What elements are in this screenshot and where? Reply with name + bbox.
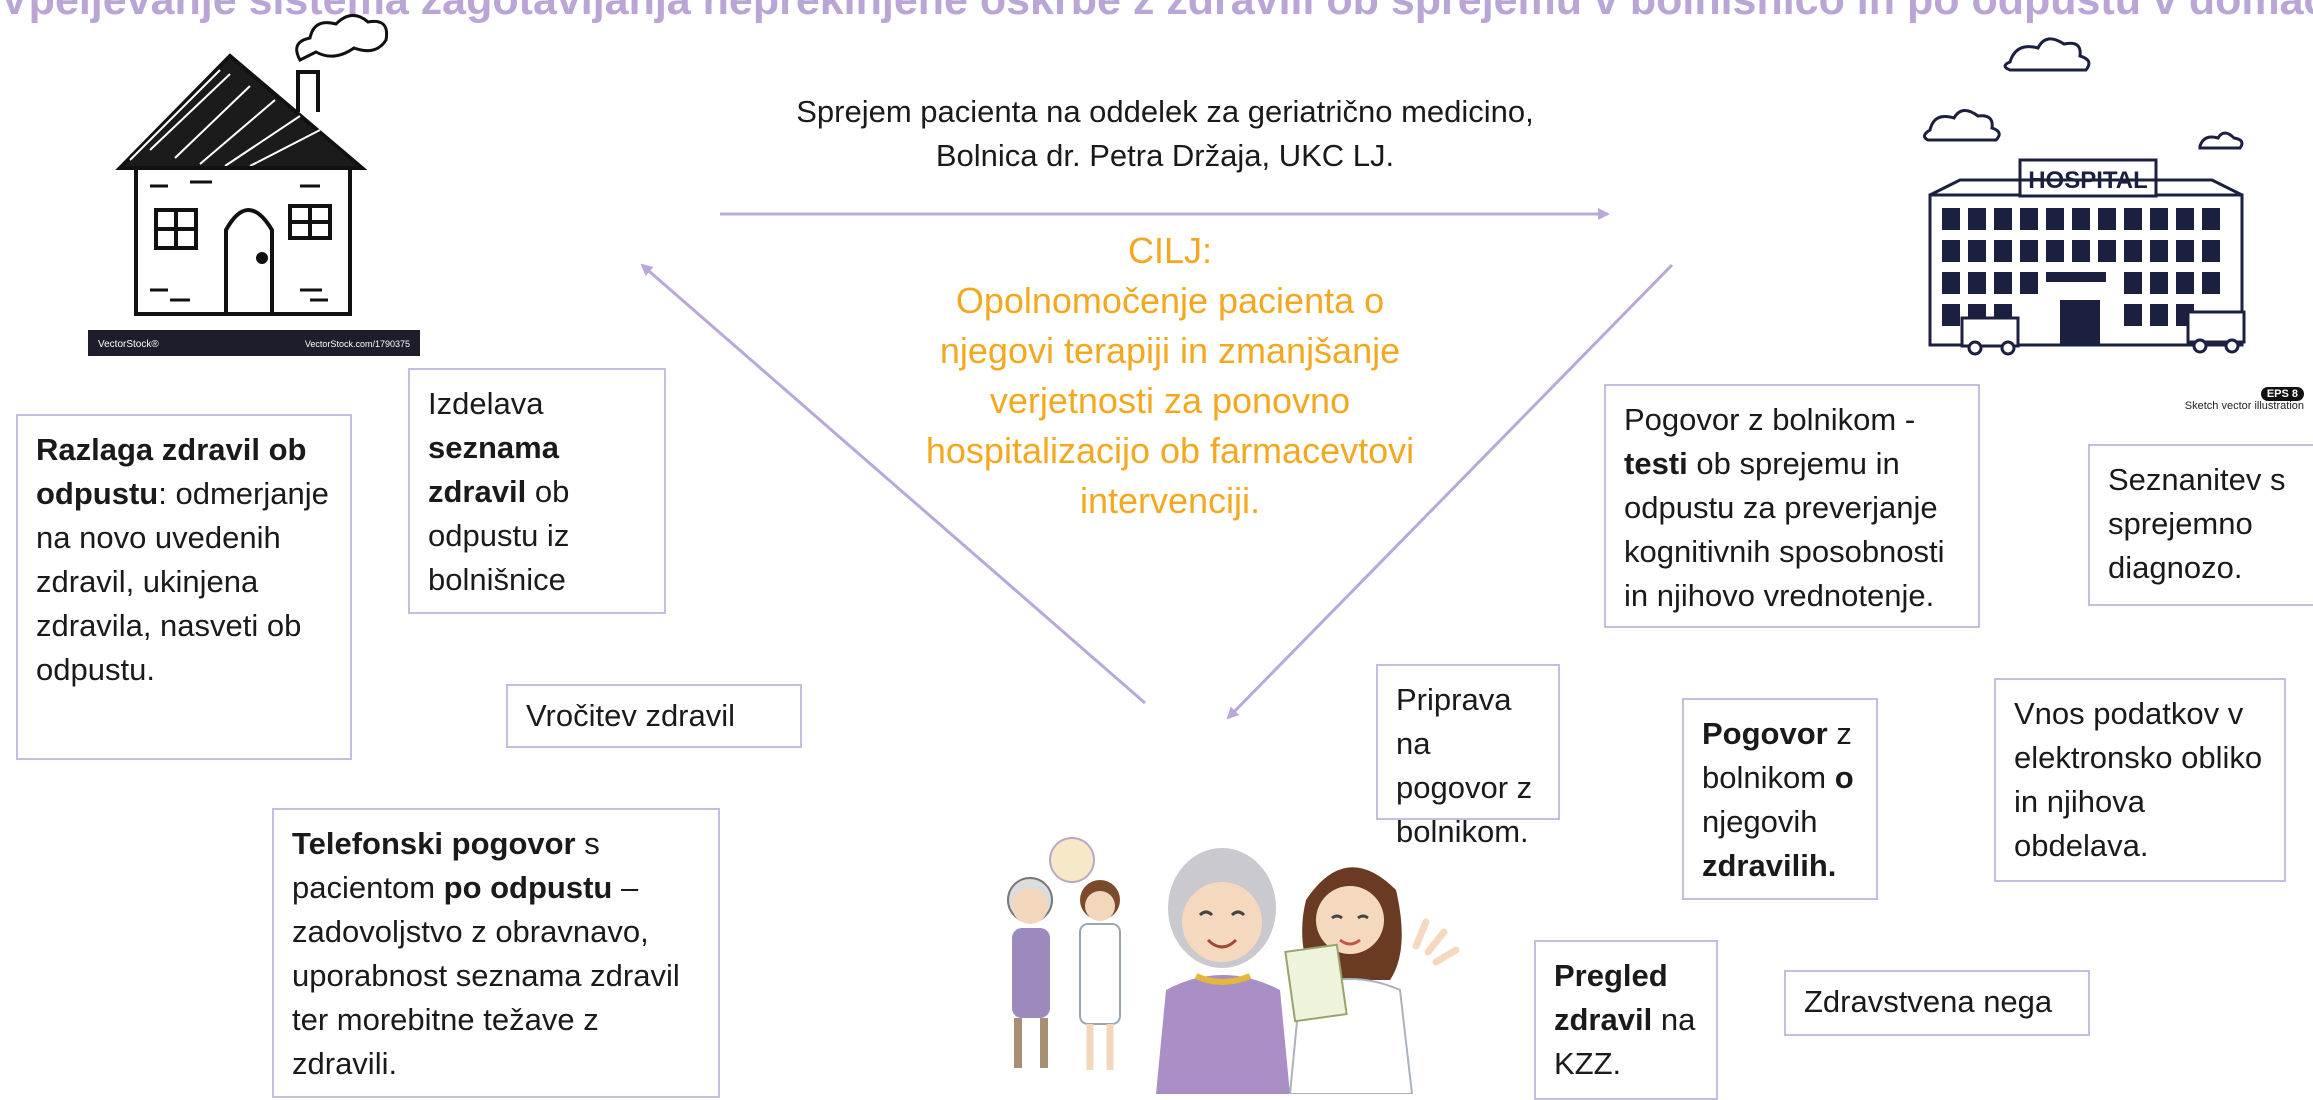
patient-pharmacist-illustration [1007,837,1460,1094]
goal-line: verjetnosti za ponovno [989,380,1351,421]
house-illustration [115,14,389,316]
vectorstock-brand: VectorStock® [98,339,159,350]
goal-line: Opolnomočenje pacienta o [955,280,1385,321]
vectorstock-url: VectorStock.com/1790375 [305,339,410,349]
box-nursing: Zdravstvena nega [1784,970,2090,1036]
box-interview-preparation: Priprava na pogovor z bolnikom. [1376,664,1560,849]
eps-caption: Sketch vector illustration [2184,400,2304,412]
box-medication-delivery: Vročitev zdravil [506,684,802,748]
goal-line: intervenciji. [1079,480,1261,521]
box-admission-diagnosis: Seznanitev s sprejemno diagnozo. [2088,444,2313,606]
admission-line-2: Bolnica dr. Petra Držaja, UKC LJ. [935,138,1395,173]
box-medication-interview: Pogovor z bolnikom o njegovih zdravilih. [1682,698,1878,900]
ambulance-icon [1960,310,2246,356]
box-phone-followup: Telefonski pogovor s pacientom po odpust… [272,808,720,1098]
box-data-entry: Vnos podatkov v elektronsko obliko in nj… [1994,678,2286,882]
box-kzz-review: Pregled zdravil na KZZ. [1534,940,1718,1100]
goal-line: hospitalizacijo ob farmacevtovi [925,430,1415,471]
arrow-patient-to-home [640,263,1146,705]
hospital-windows [1942,208,2220,344]
slide-title: Vpeljevanje sistema zagotavljanja neprek… [0,0,2313,24]
admission-text: Sprejem pacienta na oddelek za geriatrič… [700,90,1630,178]
box-cognitive-tests: Pogovor z bolnikom - testi ob sprejemu i… [1604,384,1980,628]
box-medication-list: Izdelava seznama zdravil ob odpustu iz b… [408,368,666,614]
hospital-illustration: HOSPITAL [1923,37,2244,347]
arrow-hospital-to-patient [1226,263,1674,720]
goal-label: CILJ: [1127,230,1213,271]
goal-line: njegovi terapiji in zmanjšanje [939,330,1401,371]
goal-text: CILJ: Opolnomočenje pacienta o njegovi t… [870,226,1470,526]
vectorstock-banner [88,330,420,356]
eps-badge: EPS 8 Sketch vector illustration [2140,387,2304,412]
box-discharge-explanation: Razlaga zdravil ob odpustu: odmerjanje n… [16,414,352,760]
admission-line-1: Sprejem pacienta na oddelek za geriatrič… [796,94,1534,129]
